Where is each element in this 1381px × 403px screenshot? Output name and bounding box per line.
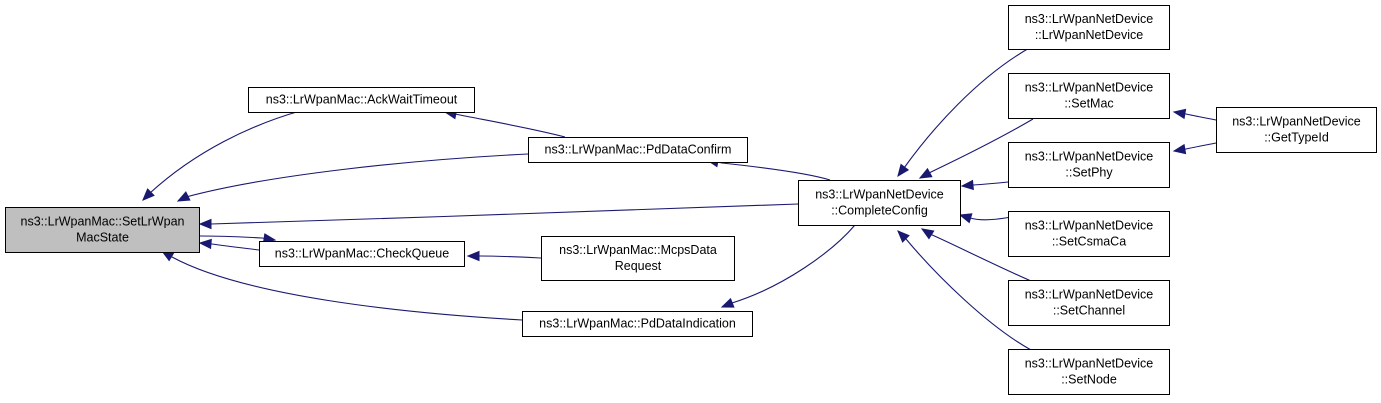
node-label-line: ns3::LrWpanMac::PdDataConfirm: [545, 143, 732, 157]
edge-line: [1173, 142, 1217, 152]
node-box[interactable]: [541, 236, 735, 281]
edge-ctor-to-complete_cfg: [897, 46, 1032, 178]
edge-line: [897, 230, 1032, 351]
node-label-line: ns3::LrWpanNetDevice: [1232, 115, 1361, 129]
node-check-queue[interactable]: ns3::LrWpanMac::CheckQueue: [259, 241, 465, 267]
arrowhead-icon: [897, 163, 910, 178]
node-box[interactable]: [1008, 280, 1170, 326]
node-box[interactable]: [1008, 349, 1170, 395]
edge-line: [897, 46, 1032, 177]
arrowhead-icon: [198, 218, 212, 230]
edge-line: [921, 228, 1032, 282]
edge-line: [177, 153, 529, 202]
node-ctor[interactable]: ns3::LrWpanNetDevice::LrWpanNetDevice: [1008, 5, 1170, 50]
edge-get_type-to-set_phy: [1172, 142, 1217, 155]
node-set-channel[interactable]: ns3::LrWpanNetDevice::SetChannel: [1008, 280, 1170, 326]
node-box[interactable]: [1008, 5, 1170, 50]
edge-get_type-to-set_mac: [1172, 108, 1217, 121]
arrowhead-icon: [960, 179, 974, 191]
edge-line: [706, 159, 831, 181]
node-pd-ind[interactable]: ns3::LrWpanMac::PdDataIndication: [522, 311, 753, 337]
arrowhead-icon: [897, 230, 910, 243]
node-box[interactable]: [528, 137, 748, 163]
node-pd-confirm[interactable]: ns3::LrWpanMac::PdDataConfirm: [528, 137, 748, 163]
node-complete-cfg[interactable]: ns3::LrWpanNetDevice::CompleteConfig: [798, 180, 961, 226]
edge-line: [468, 255, 542, 259]
node-label-line: ns3::LrWpanNetDevice: [1025, 219, 1154, 233]
node-get-type[interactable]: ns3::LrWpanNetDevice::GetTypeId: [1216, 107, 1377, 153]
arrowhead-icon: [1172, 108, 1187, 120]
edge-complete_cfg-to-set_state: [198, 203, 799, 230]
arrowhead-icon: [918, 167, 933, 179]
node-set-phy[interactable]: ns3::LrWpanNetDevice::SetPhy: [1008, 142, 1170, 188]
node-label-line: ::SetCsmaCa: [1052, 235, 1126, 249]
node-label-line: ::SetChannel: [1053, 304, 1125, 318]
edge-pd_confirm-to-ack_wait: [443, 109, 566, 138]
node-box[interactable]: [798, 180, 961, 226]
focus-node-box[interactable]: [5, 207, 200, 253]
node-label-line: Request: [615, 259, 662, 273]
edge-line: [199, 242, 260, 251]
edge-ack_wait-to-set_state: [142, 110, 301, 201]
edge-set_state-to-check_queue: [199, 233, 277, 244]
node-label-line: ::SetPhy: [1065, 166, 1113, 180]
edge-line: [444, 111, 566, 138]
edge-mcps_req-to-check_queue: [466, 250, 542, 262]
arrowhead-icon: [920, 228, 935, 240]
arrowhead-icon: [958, 213, 973, 224]
node-box[interactable]: [1008, 73, 1170, 119]
arrowhead-icon: [466, 250, 480, 262]
nodes-layer: ns3::LrWpanMac::SetLrWpanMacStatens3::Lr…: [5, 5, 1377, 395]
node-label-line: ns3::LrWpanMac::CheckQueue: [275, 247, 449, 261]
node-label-line: ::SetNode: [1061, 373, 1117, 387]
node-label-line: ::GetTypeId: [1264, 131, 1329, 145]
edge-set_mac-to-complete_cfg: [918, 118, 1034, 179]
node-ack-wait[interactable]: ns3::LrWpanMac::AckWaitTimeout: [248, 87, 475, 113]
arrowhead-icon: [176, 191, 191, 202]
edge-line: [200, 203, 799, 225]
node-label-line: ns3::LrWpanNetDevice: [1025, 357, 1154, 371]
node-label-line: ns3::LrWpanNetDevice: [1025, 150, 1154, 164]
node-set-node[interactable]: ns3::LrWpanNetDevice::SetNode: [1008, 349, 1170, 395]
node-box[interactable]: [522, 311, 753, 337]
edge-complete_cfg-to-pd_ind: [720, 224, 856, 308]
edge-pd_confirm-to-set_state: [176, 153, 529, 202]
node-label-line: MacState: [76, 231, 129, 245]
edge-set_channel-to-complete_cfg: [920, 228, 1032, 282]
node-label-line: ns3::LrWpanNetDevice: [1025, 12, 1154, 26]
node-box[interactable]: [259, 241, 465, 267]
arrowhead-icon: [142, 188, 155, 201]
edge-set_node-to-complete_cfg: [897, 230, 1032, 351]
node-label-line: ns3::LrWpanMac::McpsData: [559, 243, 717, 257]
node-label-line: ::LrWpanNetDevice: [1035, 28, 1143, 42]
arrowhead-icon: [198, 238, 212, 250]
node-box[interactable]: [1216, 107, 1377, 153]
node-box[interactable]: [1008, 211, 1170, 257]
arrowhead-icon: [1172, 143, 1187, 155]
edge-line: [721, 224, 856, 308]
edge-set_phy-to-complete_cfg: [960, 179, 1009, 191]
node-label-line: ns3::LrWpanNetDevice: [1025, 81, 1154, 95]
edge-check_queue-to-set_state: [198, 238, 260, 251]
node-box[interactable]: [1008, 142, 1170, 188]
edge-line: [1173, 111, 1217, 121]
node-label-line: ns3::LrWpanNetDevice: [815, 188, 944, 202]
edge-line: [919, 118, 1034, 179]
edge-line: [142, 110, 301, 201]
edge-line: [161, 250, 523, 321]
node-set-mac[interactable]: ns3::LrWpanNetDevice::SetMac: [1008, 73, 1170, 119]
node-label-line: ::CompleteConfig: [831, 204, 928, 218]
node-box[interactable]: [248, 87, 475, 113]
node-label-line: ns3::LrWpanNetDevice: [1025, 288, 1154, 302]
node-set-csma[interactable]: ns3::LrWpanNetDevice::SetCsmaCa: [1008, 211, 1170, 257]
node-label-line: ns3::LrWpanMac::PdDataIndication: [539, 317, 736, 331]
edge-line: [199, 235, 276, 241]
arrowhead-icon: [720, 297, 735, 308]
node-label-line: ns3::LrWpanMac::SetLrWpan: [21, 215, 185, 229]
node-label-line: ns3::LrWpanMac::AckWaitTimeout: [266, 93, 458, 107]
node-label-line: ::SetMac: [1064, 97, 1113, 111]
